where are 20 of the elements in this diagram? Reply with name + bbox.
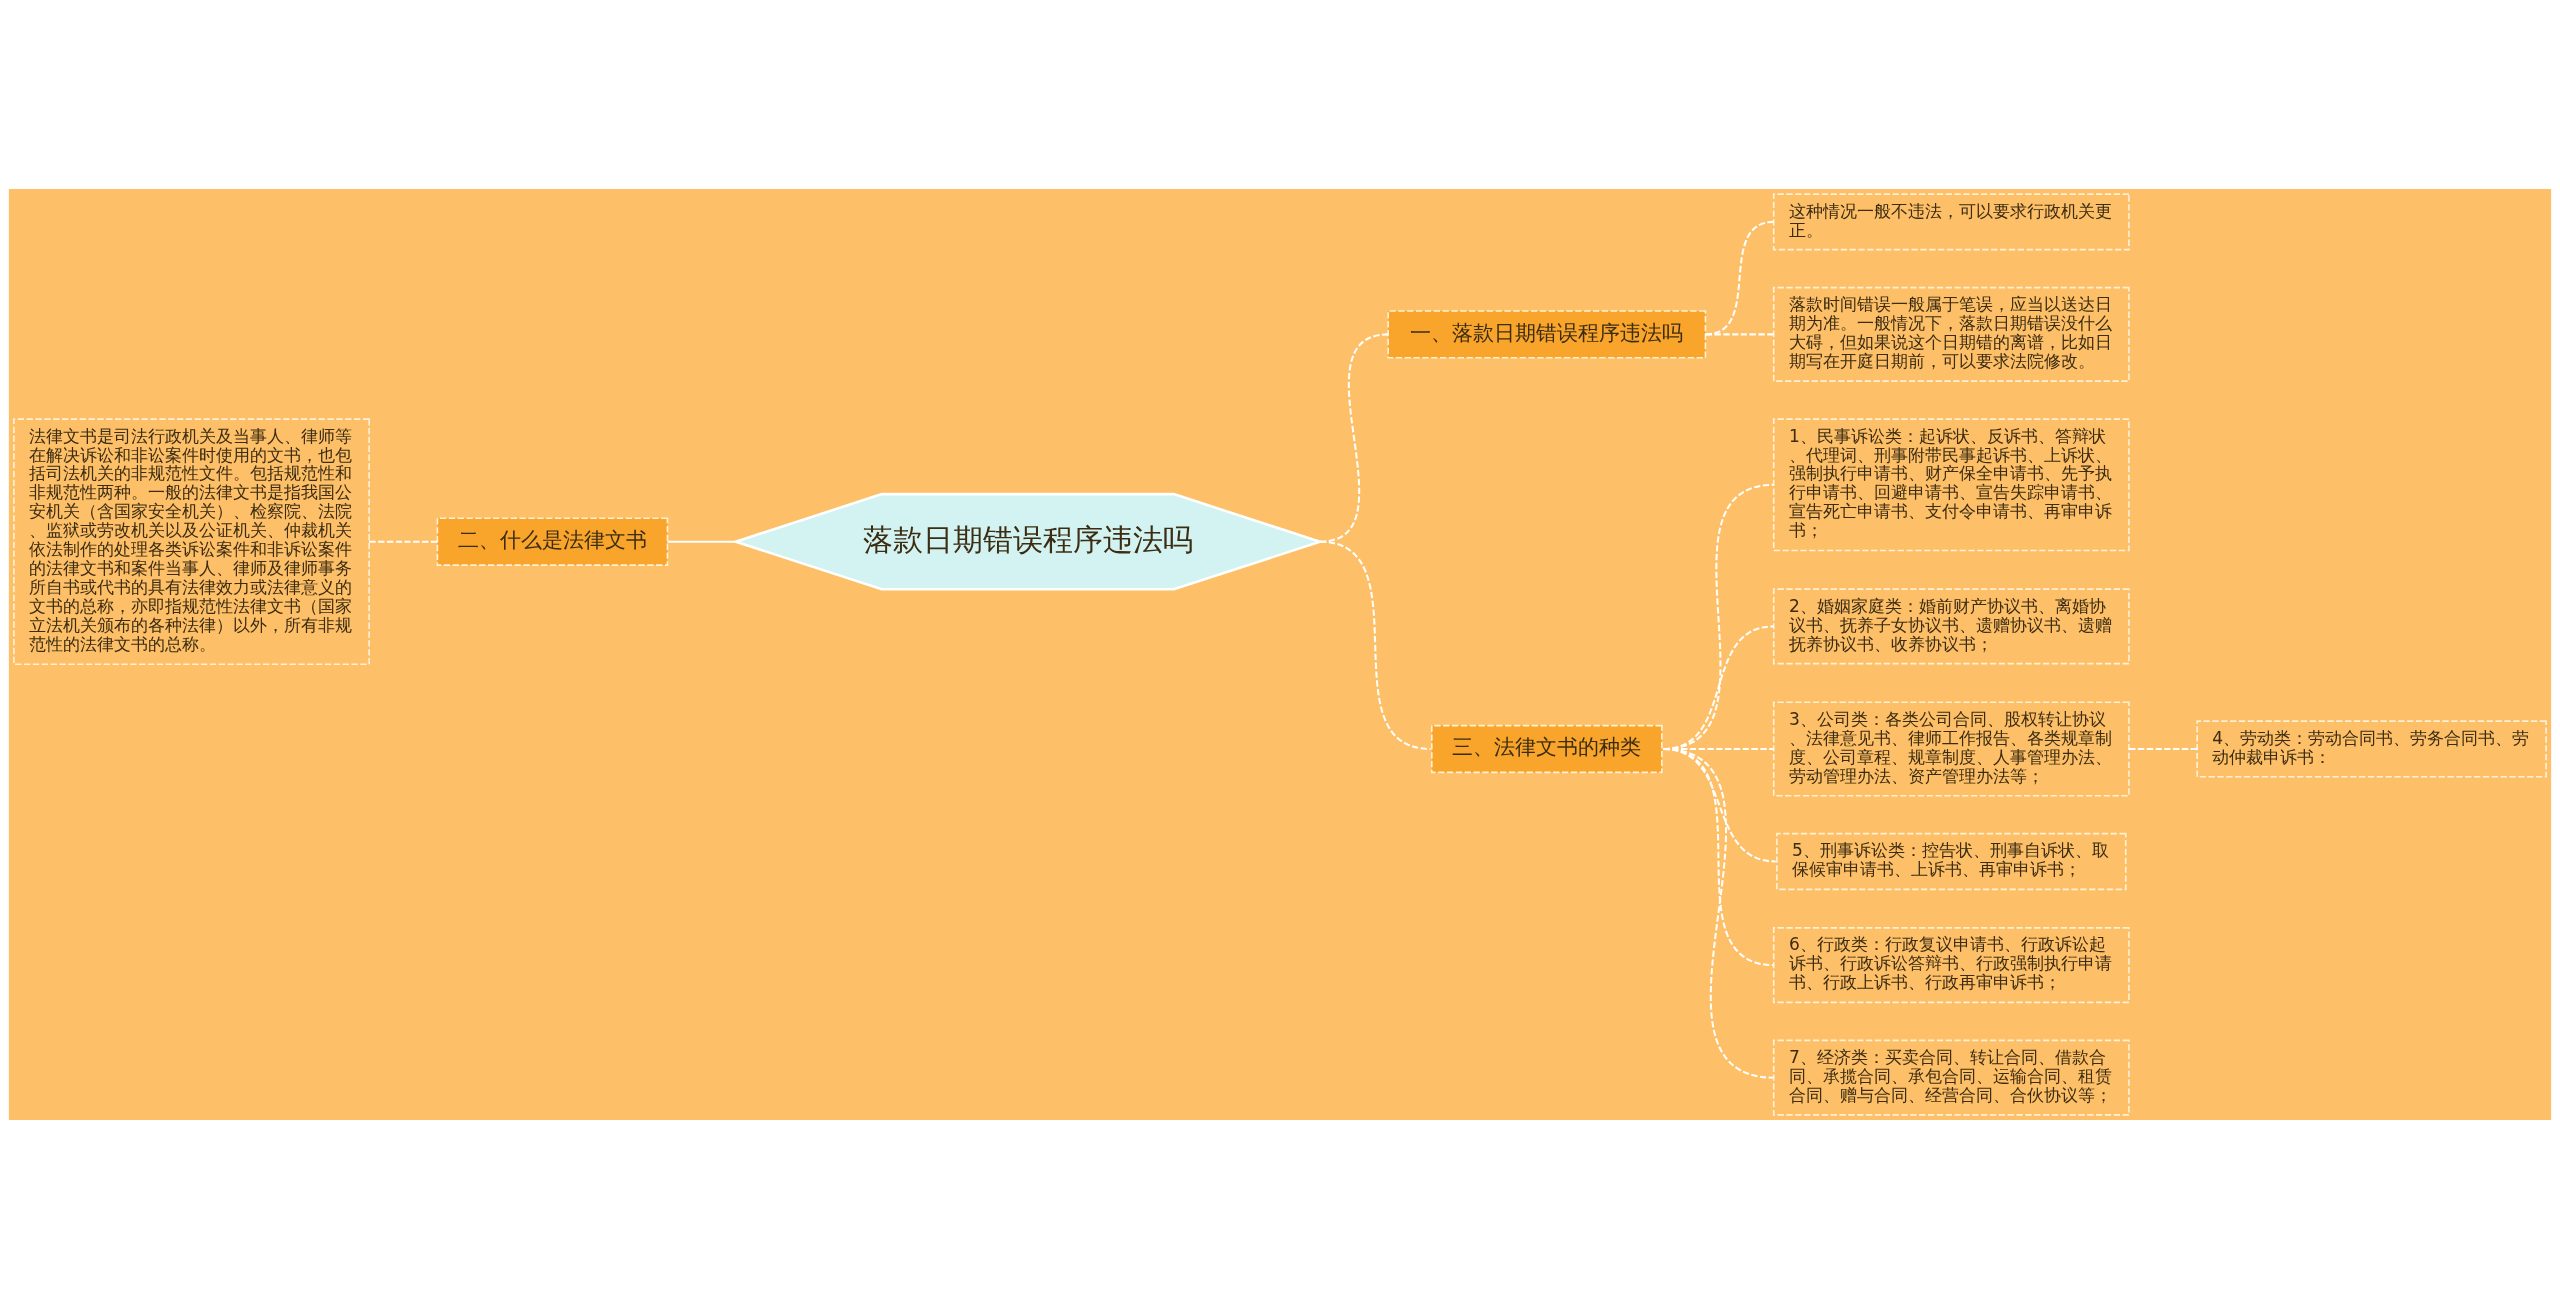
node-box: 6、行政类：行政复议申请书、行政诉讼起诉书、行政诉讼答辩书、行政强制执行申请书、行政上诉书、行政再审申诉书； <box>1772 927 2130 1004</box>
node-box: 2、婚姻家庭类：婚前财产协议书、离婚协议书、抚养子女协议书、遗赠协议书、遗赠抚养协议书、收养协议书； <box>1772 588 2130 665</box>
node-box: 二、什么是法律文书 <box>436 517 669 566</box>
connector <box>1662 748 1774 1079</box>
node-box: 3、公司类：各类公司合同、股权转让协议、法律意见书、律师工作报告、各类规章制度、公司章程、规章制度、人事管理办法、劳动管理办法、资产管理办法等； <box>1772 701 2130 797</box>
node-box: 一、落款日期错误程序违法吗 <box>1387 310 1707 359</box>
node-box: 1、民事诉讼类：起诉状、反诉书、答辩状、代理词、刑事附带民事起诉书、上诉状、强制执行申请书、财产保全申请书、先予执行申请书、回避申请书、宣告失踪申请书、宣告死亡申请书、支付令申请书、再审申诉书； <box>1772 418 2130 552</box>
node-box: 5、刑事诉讼类：控告状、刑事自诉状、取保候审申请书、上诉书、再审申诉书； <box>1776 832 2127 891</box>
node-box: 7、经济类：买卖合同、转让合同、借款合同、承揽合同、承包合同、运输合同、租赁合同、赠与合同、经营合同、合伙协议等； <box>1772 1039 2130 1116</box>
node-box: 法律文书是司法行政机关及当事人、律师等在解决诉讼和非讼案件时使用的文书，也包括司法机关的非规范性文件。包括规范性和非规范性两种。一般的法律文书是指我国公安机关（含国家安全机关）、检察院、法院、监狱或劳改机关以及公证机关、仲裁机关依法制作的处理各类诉讼案件和非诉讼案件的法律文书和案件当事人、律师及律师事务所自书或代书的具有法律效力或法律意义的文书的总称，亦即指规范性法律文书（国家立法机关颁布的各种法律）以外，所有非规范性的法律文书的总称。 <box>13 418 370 666</box>
connector <box>1319 540 1431 750</box>
connector <box>2128 748 2198 750</box>
node-box: 4、劳动类：劳动合同书、劳务合同书、劳动仲裁申诉书： <box>2196 720 2547 778</box>
node-box: 这种情况一般不违法，可以要求行政机关更正。 <box>1772 193 2130 251</box>
connector <box>1705 220 1774 336</box>
connector <box>1705 333 1774 336</box>
connector <box>667 540 736 543</box>
node-box: 三、法律文书的种类 <box>1430 724 1663 774</box>
connector <box>369 540 438 543</box>
node-box: 落款时间错误一般属于笔误，应当以送达日期为准。一般情况下，落款日期错误没什么大碍，但如果说这个日期错的离谱，比如日期写在开庭日期前，可以要求法院修改。 <box>1772 286 2130 382</box>
